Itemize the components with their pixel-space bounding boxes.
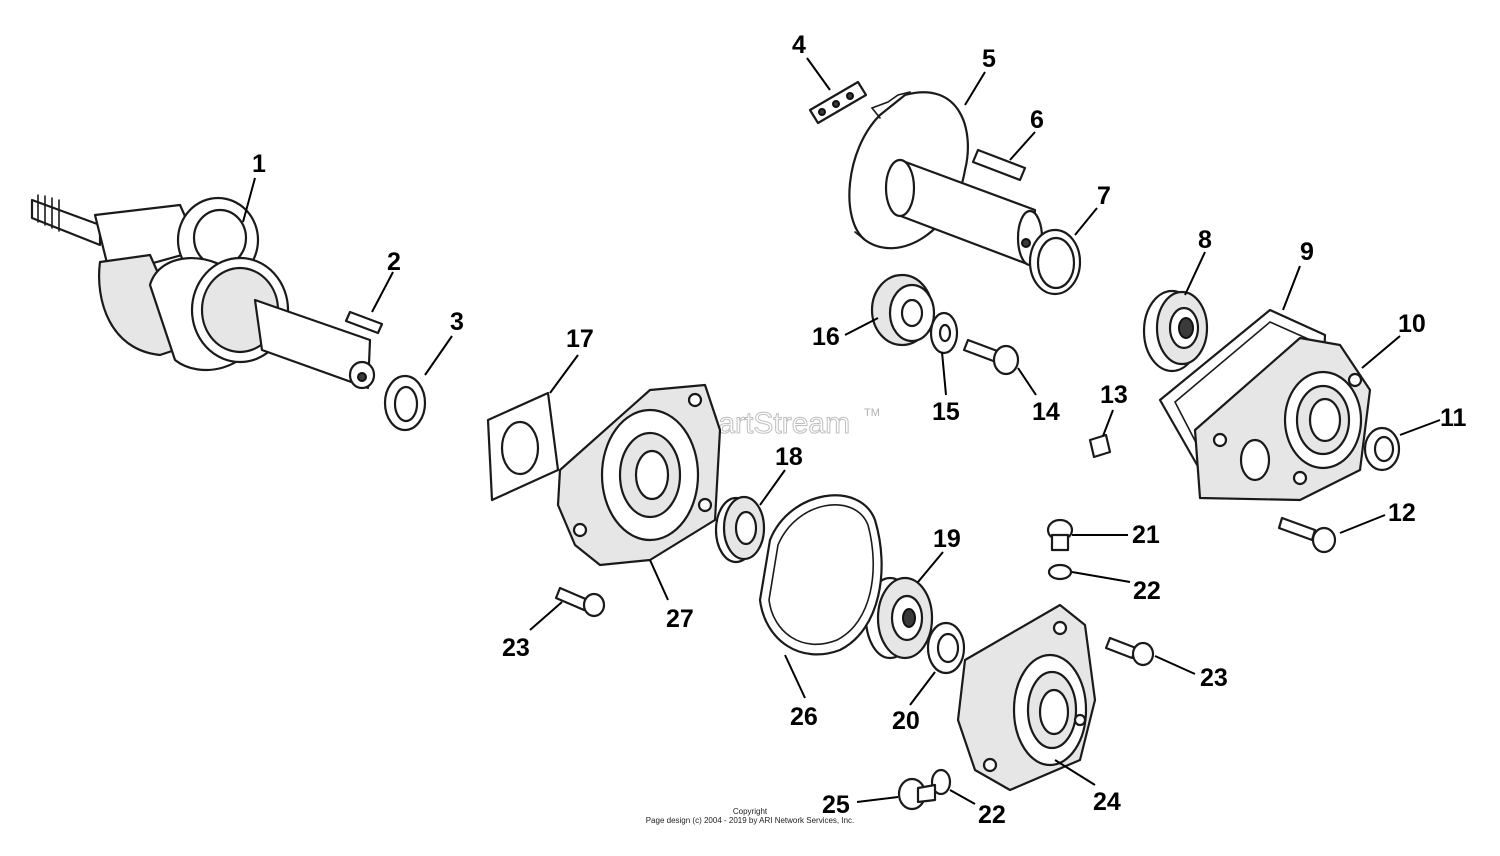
callout-2: 2 (387, 248, 401, 276)
part-27-housing[interactable] (556, 383, 722, 567)
part-22-washer-upper[interactable] (1047, 563, 1073, 581)
callout-3: 3 (450, 308, 464, 336)
part-7-washer[interactable] (1028, 228, 1082, 296)
callout-27: 27 (666, 605, 694, 633)
part-12-bolt[interactable] (1277, 516, 1337, 554)
part-13-pin[interactable] (1088, 433, 1112, 459)
part-22-washer-lower[interactable] (930, 768, 952, 796)
callout-15: 15 (932, 398, 960, 426)
svg-text:Page design (c) 2004 - 2019 by: Page design (c) 2004 - 2019 by ARI Netwo… (646, 816, 855, 825)
part-24-gear-case[interactable] (956, 603, 1097, 792)
part-5-camshaft[interactable] (848, 91, 1044, 267)
callout-4: 4 (792, 31, 806, 59)
part-2-key[interactable] (344, 310, 384, 335)
part-11-seal[interactable] (1363, 426, 1401, 472)
callout-18: 18 (775, 443, 803, 471)
callout-16: 16 (812, 323, 840, 351)
callout-22-lower: 22 (978, 801, 1006, 829)
part-20-seal[interactable] (926, 621, 966, 675)
callout-10: 10 (1398, 310, 1426, 338)
callout-14: 14 (1032, 398, 1060, 426)
callout-7: 7 (1097, 182, 1111, 210)
callout-19: 19 (933, 525, 961, 553)
part-10-cover[interactable] (1193, 336, 1372, 502)
callout-23-right: 23 (1200, 664, 1228, 692)
callout-12: 12 (1388, 499, 1416, 527)
callout-17: 17 (566, 325, 594, 353)
part-8-bearing[interactable] (1142, 289, 1209, 373)
svg-text:TM: TM (864, 407, 880, 419)
callout-labels: 1 2 3 4 5 6 7 8 9 10 11 12 13 14 15 16 1… (252, 31, 1467, 829)
callout-26: 26 (790, 703, 818, 731)
part-4-chain[interactable] (808, 80, 868, 125)
part-14-bolt[interactable] (962, 338, 1020, 376)
part-15-washer[interactable] (929, 311, 959, 355)
part-17-gasket[interactable] (486, 391, 560, 502)
part-16-sprocket[interactable] (870, 273, 936, 347)
callout-25: 25 (822, 791, 850, 819)
callout-5: 5 (982, 45, 996, 73)
callout-23-left: 23 (502, 634, 530, 662)
callout-1: 1 (252, 150, 266, 178)
part-23-bolt-right[interactable] (1104, 636, 1155, 667)
callout-13: 13 (1100, 381, 1128, 409)
callout-20: 20 (892, 707, 920, 735)
callout-22-upper: 22 (1133, 577, 1161, 605)
leader-lines (242, 57, 1441, 805)
part-6-key[interactable] (971, 148, 1027, 182)
part-3-washer[interactable] (383, 374, 427, 432)
callout-21: 21 (1132, 521, 1160, 549)
part-26-gasket[interactable] (758, 494, 883, 656)
part-23-bolt-left[interactable] (554, 586, 606, 618)
part-25-plug[interactable] (897, 777, 937, 811)
callout-9: 9 (1300, 238, 1314, 266)
callout-6: 6 (1030, 106, 1044, 134)
part-21-plug[interactable] (1046, 518, 1074, 552)
callout-11: 11 (1440, 404, 1467, 432)
svg-text:Copyright: Copyright (733, 807, 768, 816)
part-18-bearing[interactable] (714, 495, 766, 564)
copyright-footer: Copyright Page design (c) 2004 - 2019 by… (646, 807, 855, 825)
callout-24: 24 (1093, 788, 1121, 816)
part-1-crankshaft[interactable] (30, 194, 376, 390)
callout-8: 8 (1198, 226, 1212, 254)
